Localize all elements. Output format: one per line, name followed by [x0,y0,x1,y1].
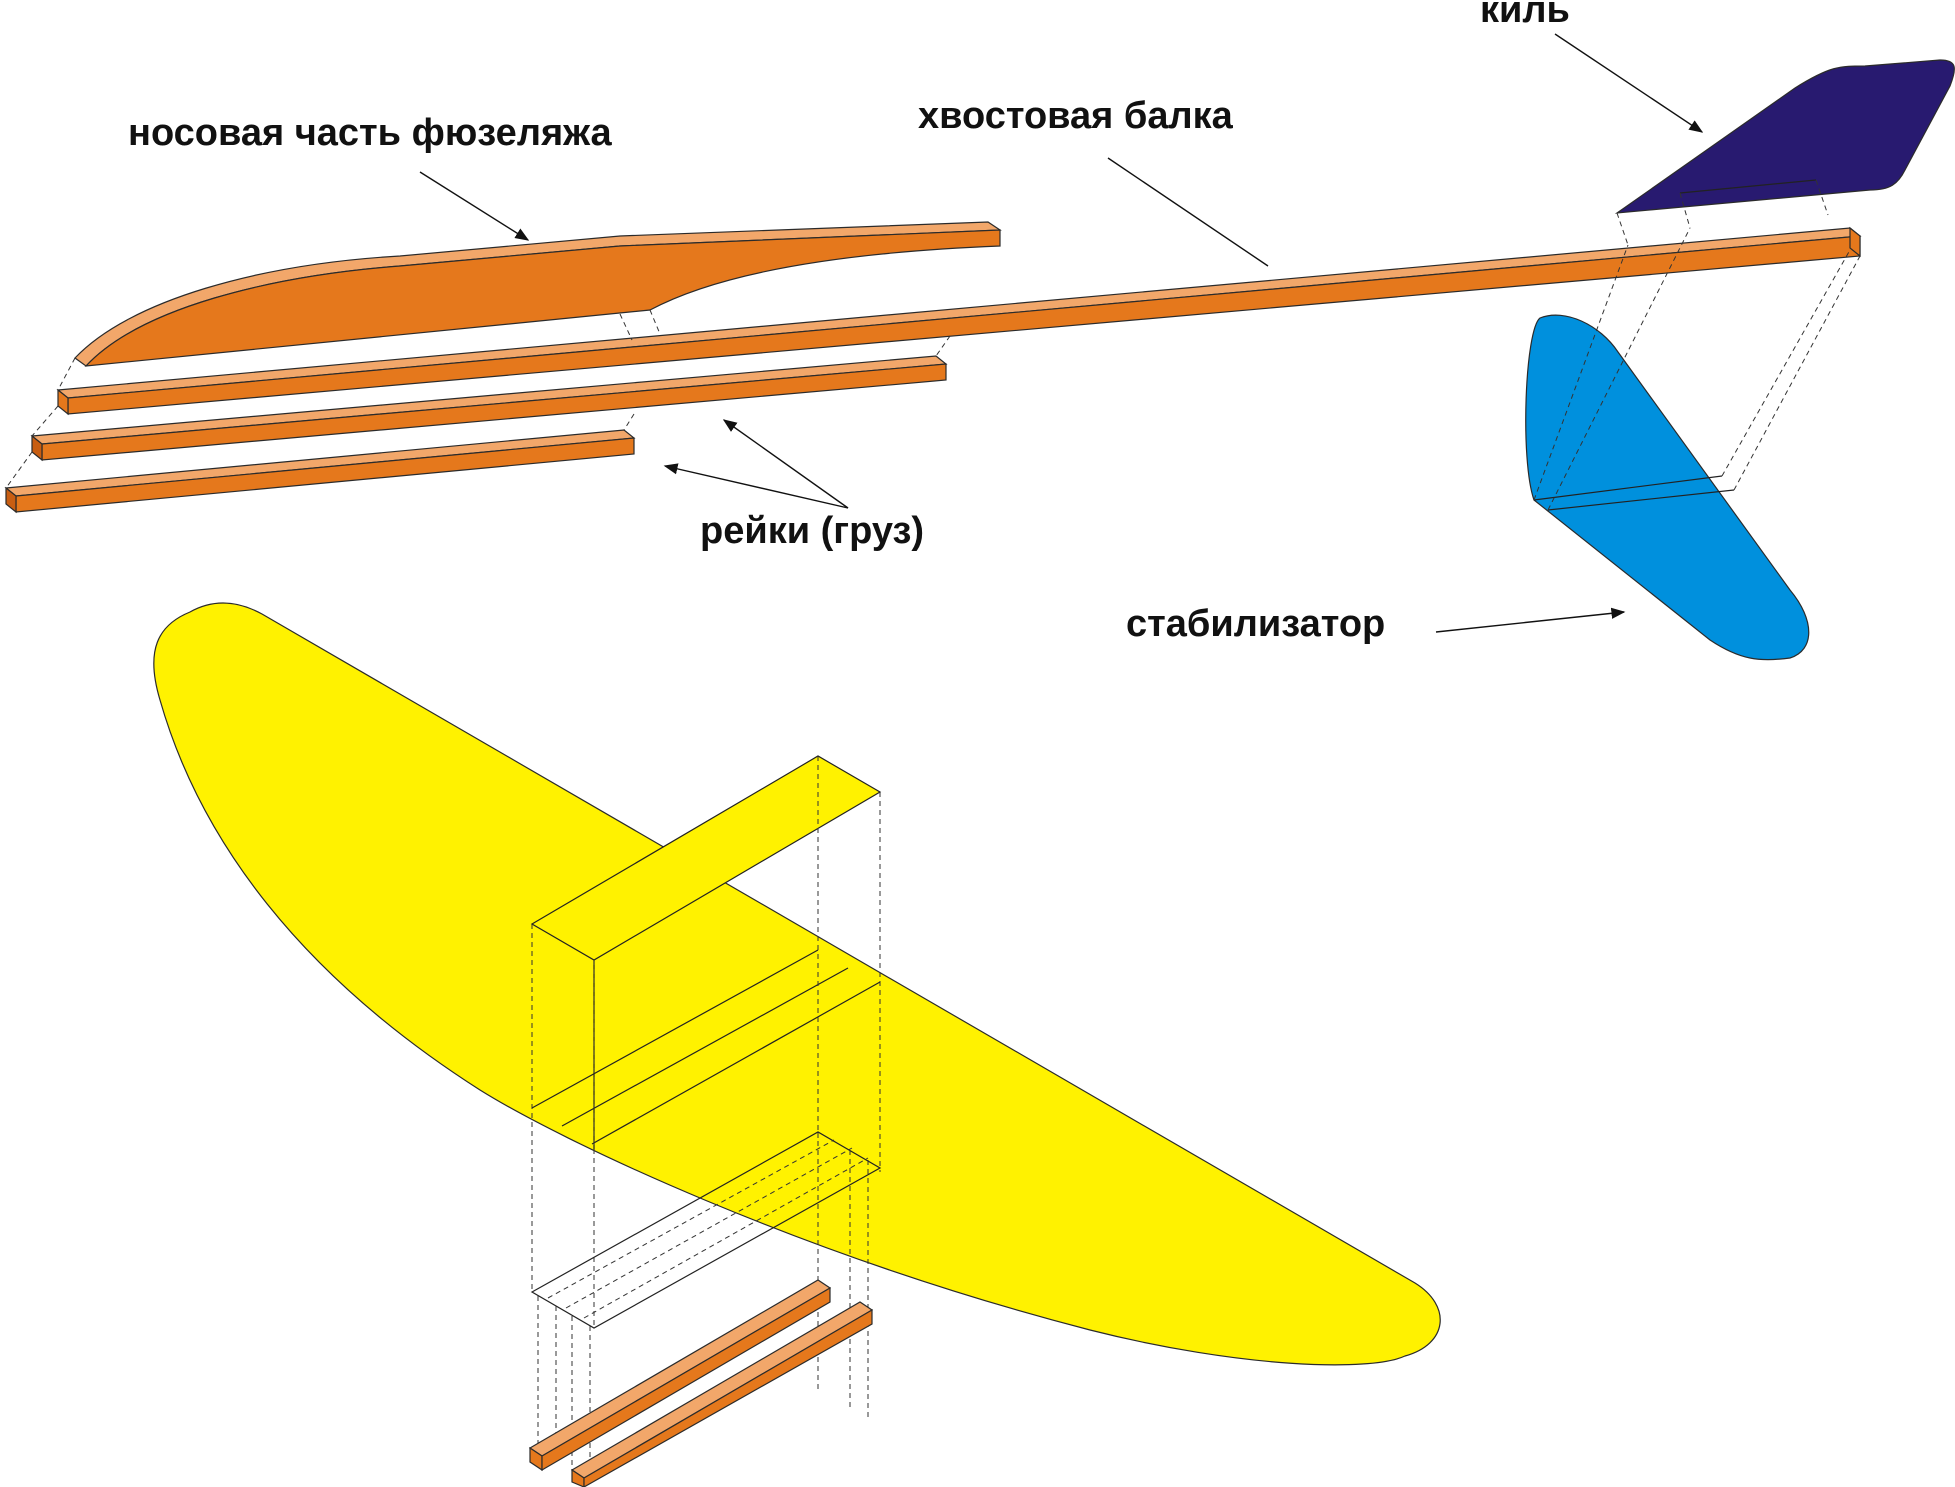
label-fin: киль [1480,0,1704,133]
weight-rail-2 [4,429,636,514]
label-rails-text: рейки (груз) [700,510,924,552]
label-nose: носовая часть фюзеляжа [128,112,613,241]
weight-rail-1 [30,355,948,462]
label-rails: рейки (груз) [663,419,924,552]
label-stabilizer: стабилизатор [1126,603,1626,645]
label-stabilizer-text: стабилизатор [1126,603,1385,645]
wing-mount-projection [530,1131,882,1484]
fin [1614,59,1955,246]
label-nose-text: носовая часть фюзеляжа [128,112,613,154]
wing-rail-2 [570,1301,874,1479]
weight-rails [4,335,951,514]
wing-panel [153,602,1441,1366]
label-boom-text: хвостовая балка [918,95,1234,137]
label-boom: хвостовая балка [918,95,1269,267]
wing [153,602,1441,1366]
wing-rails [528,1279,874,1487]
nose-fuselage [57,221,1002,391]
stabilizer [1525,227,1861,661]
wing-center-lines [531,949,881,1145]
wing-mount-block [530,755,882,1326]
label-fin-text: киль [1480,0,1570,31]
